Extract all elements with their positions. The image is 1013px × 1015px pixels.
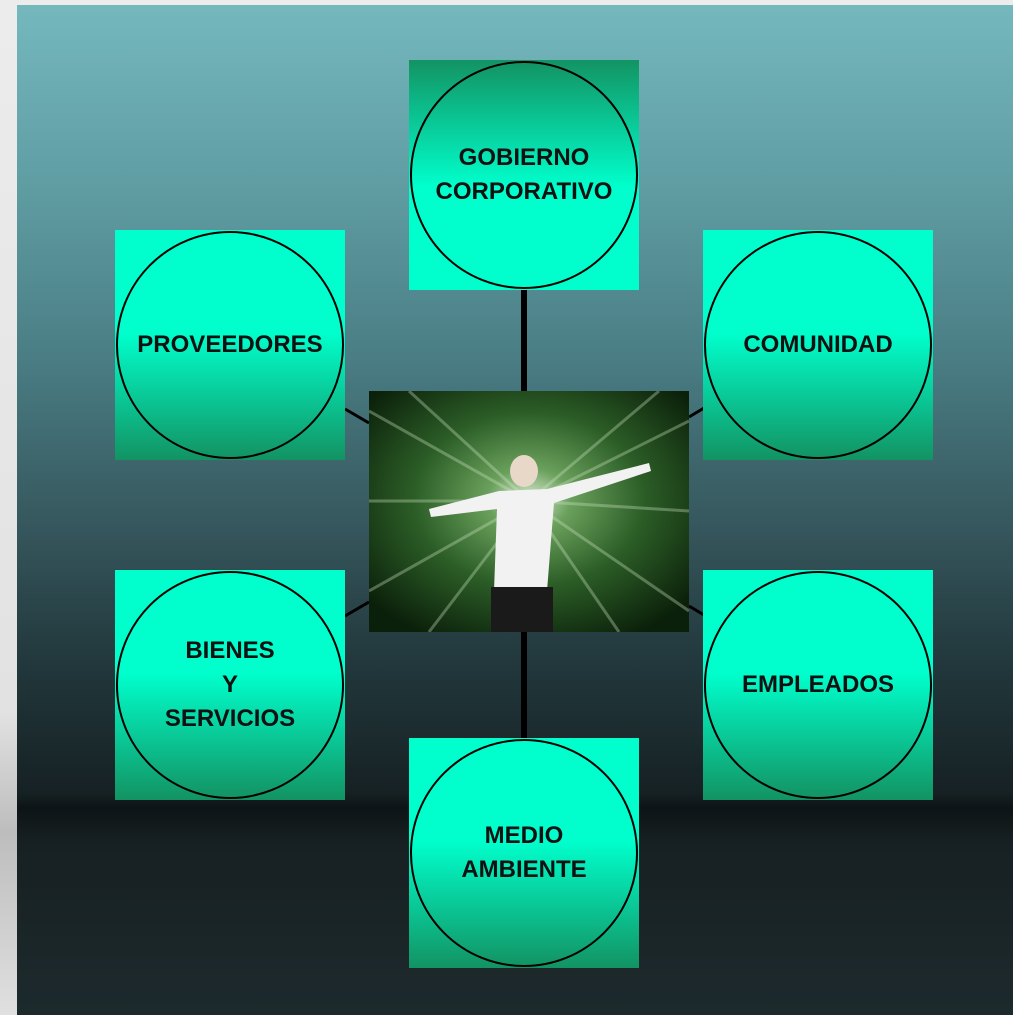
- node-medio-ambiente: MEDIO AMBIENTE: [409, 738, 639, 968]
- node-bienes-y-servicios: BIENES Y SERVICIOS: [115, 570, 345, 800]
- node-label: BIENES Y SERVICIOS: [164, 637, 296, 732]
- node-circle-icon: [409, 738, 639, 968]
- center-photo: [369, 391, 689, 632]
- node-label: MEDIO AMBIENTE: [461, 822, 587, 883]
- connector-top-left: [344, 407, 370, 425]
- person-arms-outstretched-forest-photo: [369, 391, 689, 632]
- node-gobierno-corporativo: GOBIERNO CORPORATIVO: [409, 60, 639, 290]
- node-label: GOBIERNO CORPORATIVO: [435, 144, 613, 205]
- node-circle-icon: [115, 570, 345, 800]
- node-label: COMUNIDAD: [743, 331, 893, 358]
- connector-top-right: [688, 406, 705, 419]
- node-label: EMPLEADOS: [741, 671, 894, 698]
- node-empleados: EMPLEADOS: [703, 570, 933, 800]
- node-circle-icon: [703, 230, 933, 460]
- node-circle-icon: [115, 230, 345, 460]
- connector-bottom-left: [344, 600, 370, 618]
- node-label: PROVEEDORES: [137, 331, 323, 358]
- node-comunidad: COMUNIDAD: [703, 230, 933, 460]
- connector-bottom-right: [688, 604, 705, 617]
- node-circle-icon: [703, 570, 933, 800]
- node-circle-icon: [409, 60, 639, 290]
- node-proveedores: PROVEEDORES: [115, 230, 345, 460]
